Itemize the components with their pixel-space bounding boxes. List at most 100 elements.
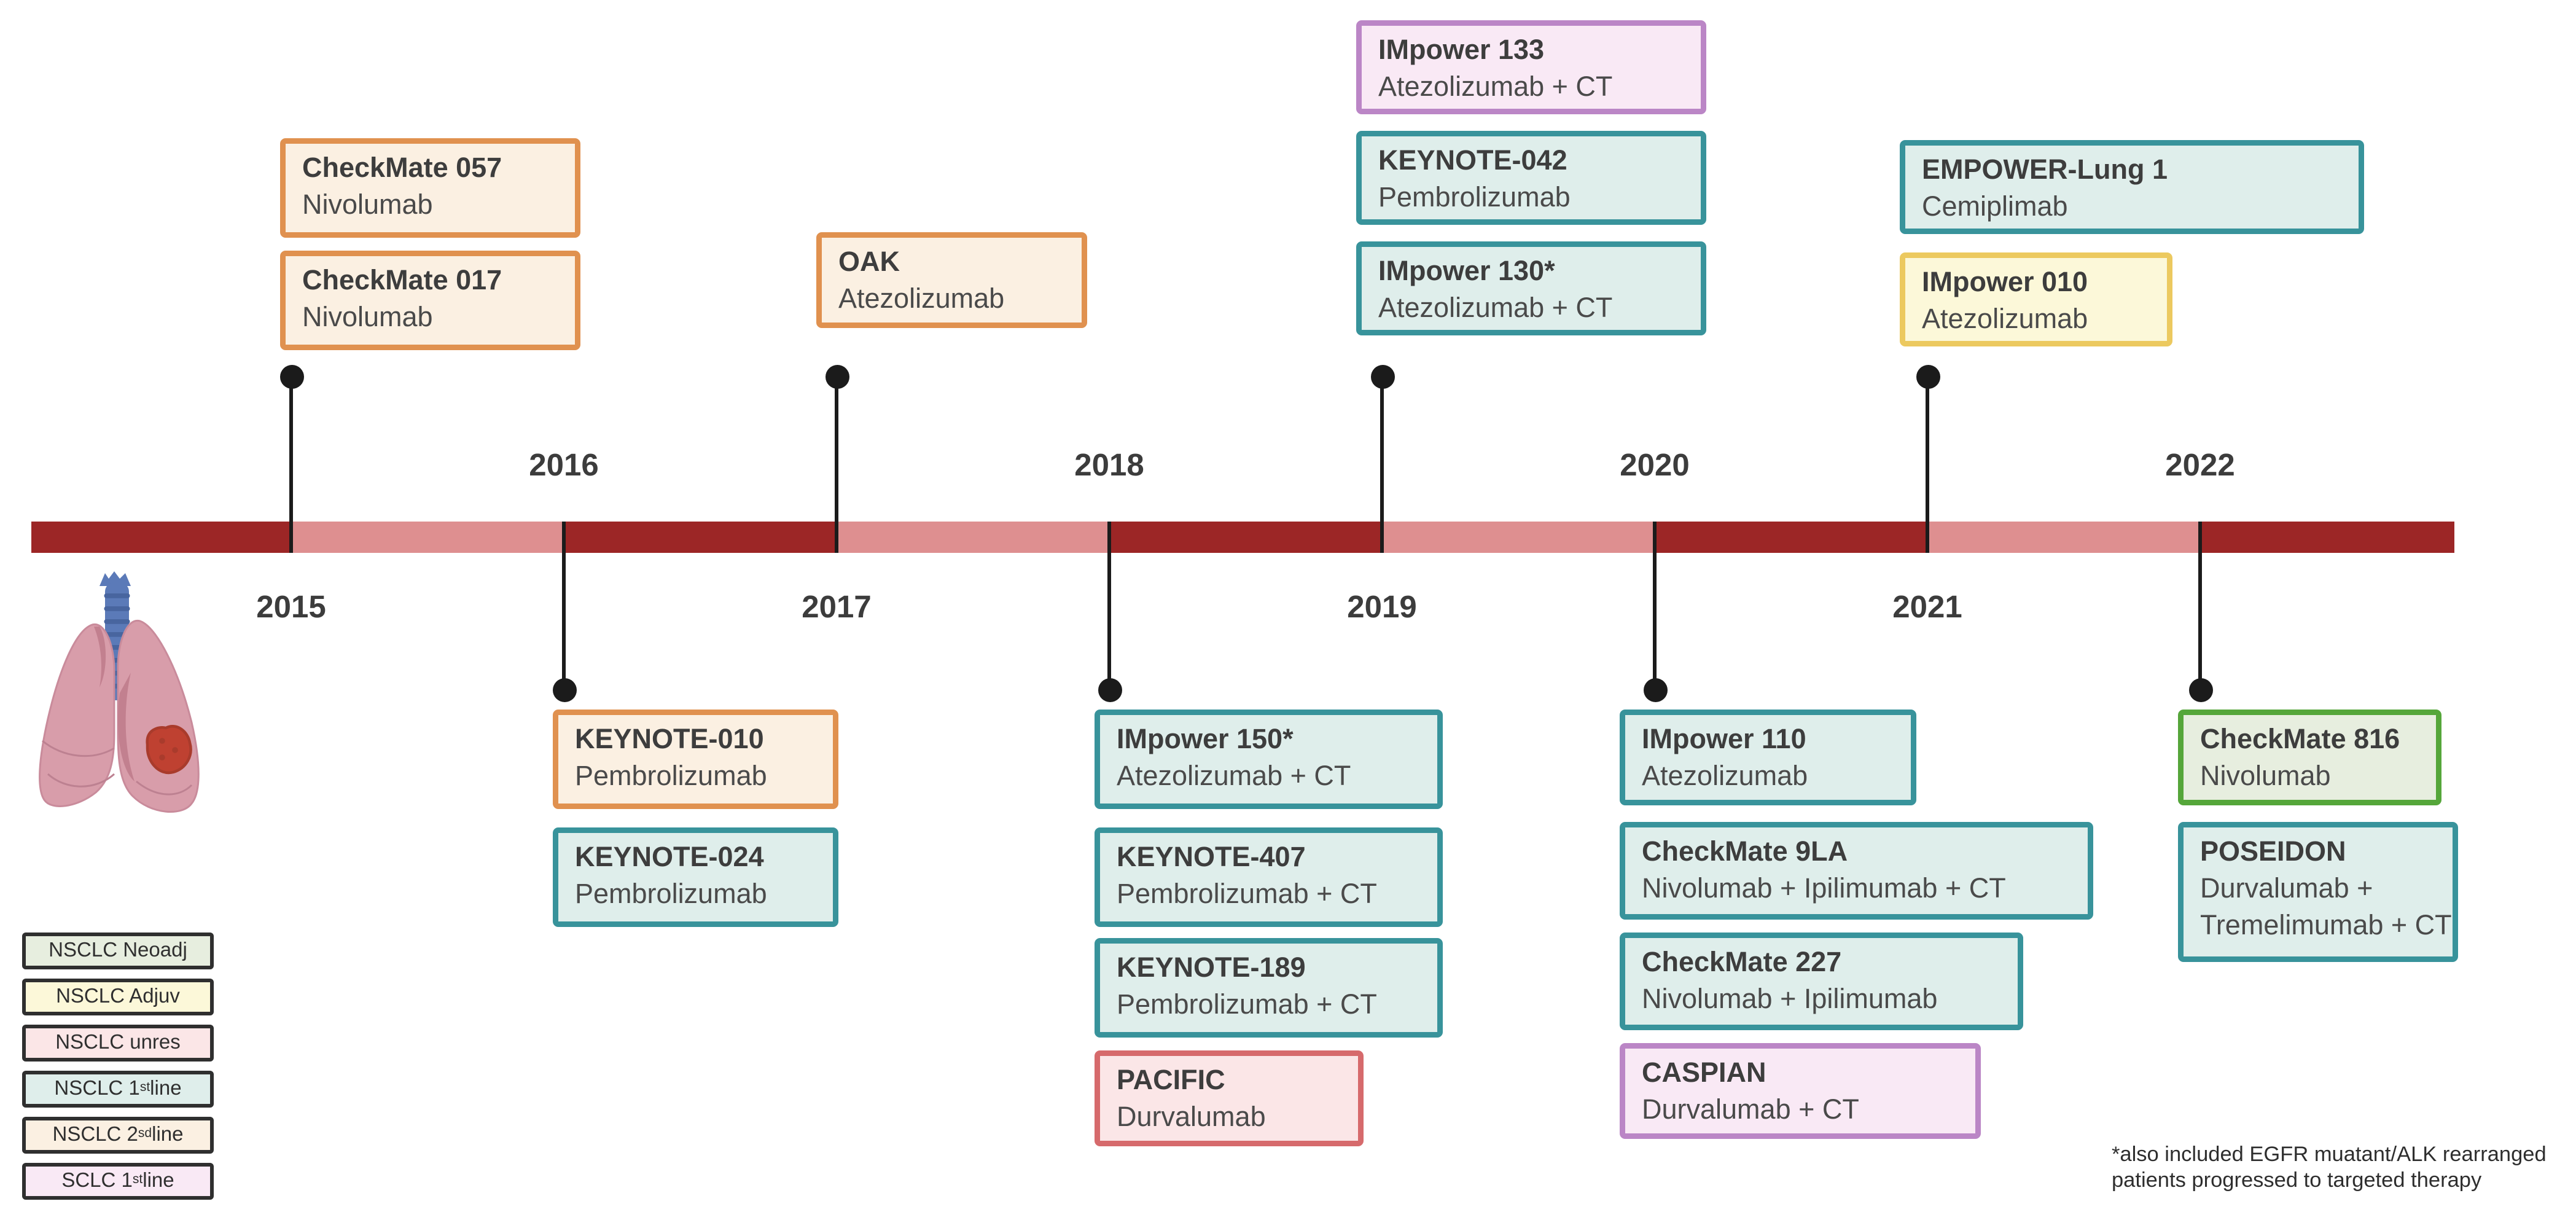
year-label-2020: 2020: [1620, 448, 1690, 483]
trial-therapy: Atezolizumab + CT: [1117, 761, 1351, 792]
trial-box-keynote-024: KEYNOTE-024 Pembrolizumab: [553, 827, 838, 927]
trial-name: IMpower 150*: [1117, 724, 1294, 756]
year-label-2021: 2021: [1892, 590, 1962, 625]
trial-box-checkmate-227: CheckMate 227 Nivolumab + Ipilimumab: [1620, 933, 2023, 1030]
year-dot-2022: [2188, 677, 2212, 702]
year-connector-2018: [1107, 522, 1111, 689]
trial-therapy: Nivolumab: [302, 190, 433, 221]
right-lung-fissure: [136, 780, 193, 796]
year-connector-2022: [2198, 522, 2202, 689]
year-label-2017: 2017: [802, 590, 872, 625]
trial-therapy-line2: Tremelimumab + CT: [2200, 910, 2452, 942]
year-connector-2016: [562, 522, 566, 689]
trial-box-checkmate-9la: CheckMate 9LA Nivolumab + Ipilimumab + C…: [1620, 822, 2093, 920]
year-dot-2015: [279, 364, 303, 388]
trial-name: KEYNOTE-189: [1117, 953, 1306, 984]
trial-therapy: Pembrolizumab: [575, 879, 767, 910]
trial-box-caspian: CASPIAN Durvalumab + CT: [1620, 1043, 1981, 1139]
trial-name: CheckMate 057: [302, 153, 502, 184]
lungs-illustration: [39, 571, 200, 813]
trial-therapy: Pembrolizumab + CT: [1117, 879, 1377, 910]
year-label-2018: 2018: [1074, 448, 1144, 483]
timeline-bar-segment: [1382, 522, 1655, 553]
trial-name: IMpower 133: [1378, 35, 1545, 66]
year-dot-2017: [824, 364, 849, 388]
legend-item-nsclc-neoadj: NSCLC Neoadj: [22, 933, 214, 969]
trial-name: OAK: [838, 247, 900, 278]
legend-label-post: line: [152, 1124, 184, 1146]
trial-box-empower-lung-1: EMPOWER-Lung 1 Cemiplimab: [1900, 140, 2364, 234]
trial-name: CheckMate 227: [1642, 947, 1842, 979]
trial-box-keynote-010: KEYNOTE-010 Pembrolizumab: [553, 710, 838, 809]
trial-box-checkmate-816: CheckMate 816 Nivolumab: [2178, 710, 2441, 805]
trial-box-keynote-407: KEYNOTE-407 Pembrolizumab + CT: [1095, 827, 1443, 927]
trial-box-impower-010: IMpower 010 Atezolizumab: [1900, 252, 2172, 346]
trial-therapy: Durvalumab +: [2200, 874, 2373, 905]
trial-name: CASPIAN: [1642, 1058, 1766, 1089]
trial-box-pacific: PACIFIC Durvalumab: [1095, 1050, 1364, 1146]
trial-box-poseidon: POSEIDON Durvalumab + Tremelimumab + CT: [2178, 822, 2458, 962]
year-label-2022: 2022: [2165, 448, 2235, 483]
trial-therapy: Pembrolizumab: [1378, 182, 1571, 214]
year-connector-2019: [1380, 376, 1384, 553]
year-dot-2020: [1642, 677, 1667, 702]
right-lung-shadow: [117, 673, 135, 781]
trial-name: CheckMate 9LA: [1642, 837, 1848, 868]
tumor-texture-dot: [172, 747, 178, 753]
timeline-bar-segment: [1655, 522, 1927, 553]
left-lung-fissure-2: [47, 773, 115, 788]
trial-therapy: Nivolumab + Ipilimumab: [1642, 984, 1938, 1015]
year-connector-2017: [835, 376, 838, 553]
trial-therapy: Cemiplimab: [1922, 192, 2068, 223]
trial-box-impower-133: IMpower 133 Atezolizumab + CT: [1356, 20, 1706, 114]
timeline-bar-segment: [291, 522, 564, 553]
trial-box-checkmate-017: CheckMate 017 Nivolumab: [280, 251, 580, 350]
year-dot-2018: [1097, 677, 1122, 702]
trial-box-impower-130: IMpower 130* Atezolizumab + CT: [1356, 241, 1706, 335]
timeline-bar-segment: [564, 522, 837, 553]
footnote: *also included EGFR muatant/ALK rearrang…: [2112, 1143, 2572, 1194]
timeline-bar-segment: [837, 522, 1109, 553]
trial-therapy: Atezolizumab: [838, 284, 1005, 315]
trial-name: KEYNOTE-010: [575, 724, 764, 756]
trial-name: KEYNOTE-407: [1117, 842, 1306, 874]
trial-box-impower-150: IMpower 150* Atezolizumab + CT: [1095, 710, 1443, 809]
left-lung-fissure-1: [42, 740, 115, 757]
left-lung-shadow: [94, 627, 106, 687]
legend-label: SCLC 1: [61, 1170, 133, 1192]
year-dot-2021: [1915, 364, 1940, 388]
trial-therapy: Pembrolizumab: [575, 761, 767, 792]
year-dot-2019: [1370, 364, 1394, 388]
trial-therapy: Atezolizumab + CT: [1378, 293, 1613, 324]
trial-therapy: Nivolumab: [302, 302, 433, 334]
trial-name: PACIFIC: [1117, 1065, 1225, 1097]
legend-label: NSCLC Adjuv: [56, 986, 180, 1008]
trial-box-keynote-189: KEYNOTE-189 Pembrolizumab + CT: [1095, 938, 1443, 1038]
timeline-bar-segment: [1109, 522, 1382, 553]
trial-therapy: Durvalumab + CT: [1642, 1095, 1859, 1126]
left-lung: [39, 623, 115, 807]
trial-therapy: Atezolizumab + CT: [1378, 72, 1613, 103]
tumor-texture-dot: [159, 738, 165, 744]
trial-name: KEYNOTE-024: [575, 842, 764, 874]
trial-therapy: Durvalumab: [1117, 1102, 1266, 1133]
trial-name: CheckMate 017: [302, 265, 502, 297]
year-connector-2015: [289, 376, 293, 553]
trial-therapy: Atezolizumab: [1922, 304, 2088, 335]
right-lung: [117, 619, 200, 813]
legend-label-post: line: [150, 1078, 182, 1100]
trial-box-keynote-042: KEYNOTE-042 Pembrolizumab: [1356, 131, 1706, 225]
year-label-2019: 2019: [1347, 590, 1417, 625]
legend-item-nsclc-unres: NSCLC unres: [22, 1025, 214, 1062]
legend-label: NSCLC unres: [55, 1032, 181, 1054]
footnote-line-1: *also included EGFR muatant/ALK rearrang…: [2112, 1144, 2547, 1167]
year-connector-2020: [1653, 522, 1657, 689]
trial-box-oak: OAK Atezolizumab: [816, 232, 1087, 328]
timeline-bar-segment: [31, 522, 291, 553]
year-label-2015: 2015: [256, 590, 326, 625]
legend-item-nsclc-adjuv: NSCLC Adjuv: [22, 979, 214, 1015]
trial-name: IMpower 010: [1922, 267, 2088, 299]
